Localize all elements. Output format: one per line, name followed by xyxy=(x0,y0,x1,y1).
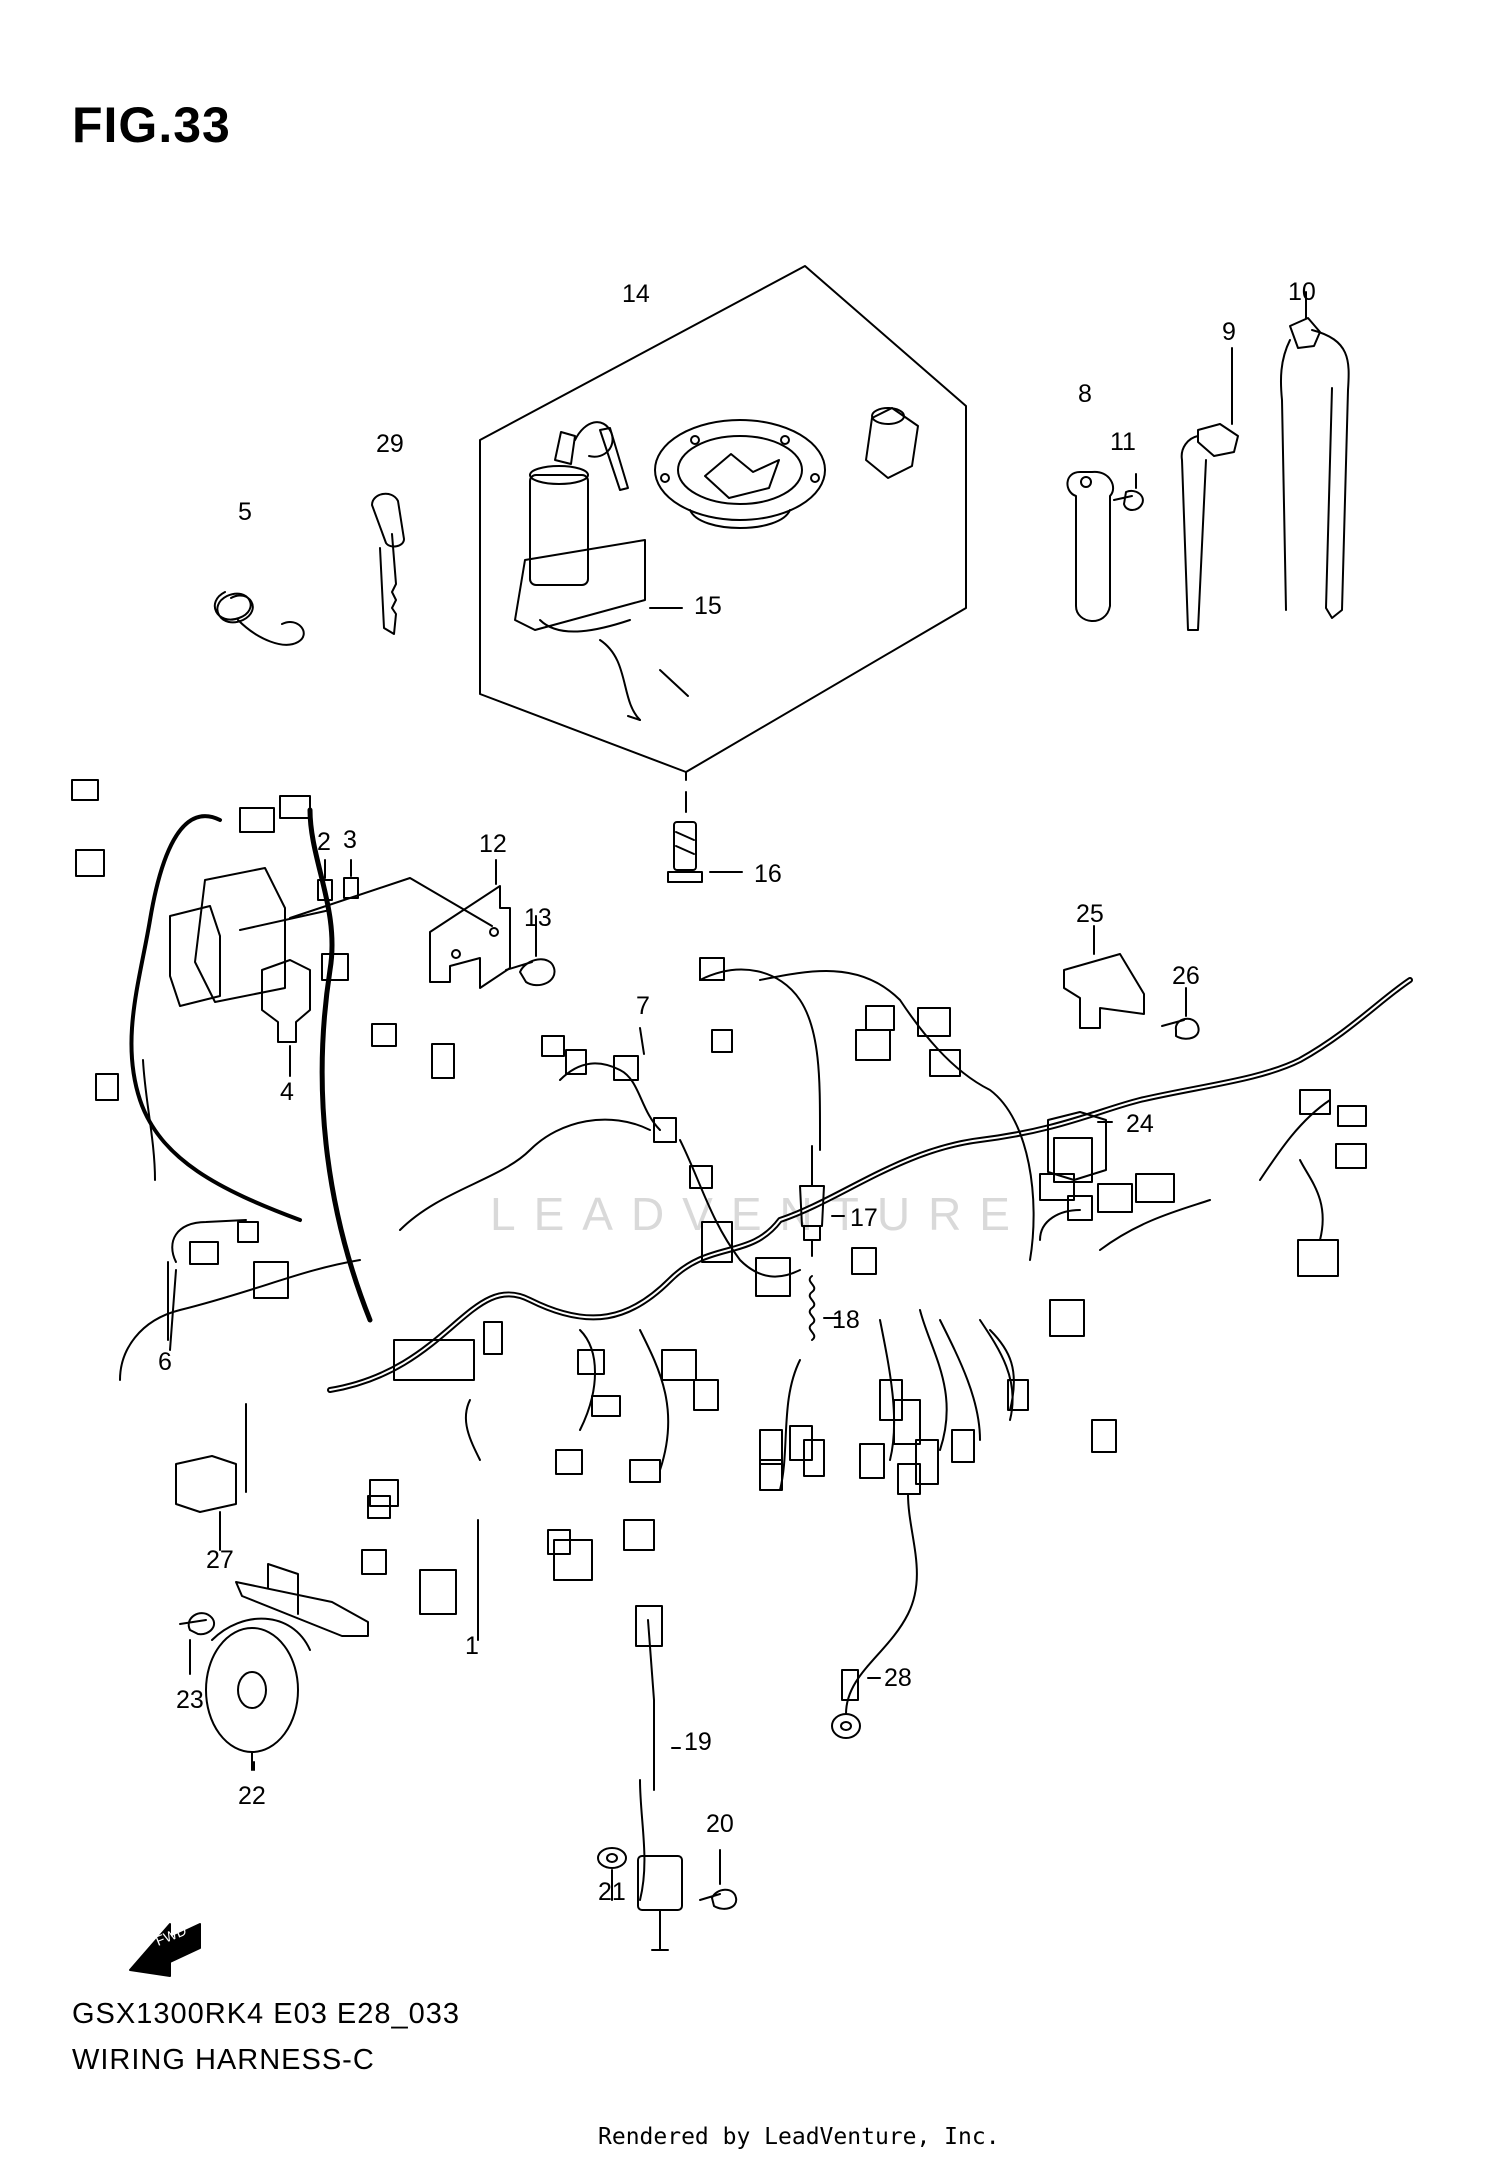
spring-5-drawing xyxy=(213,591,305,646)
main-harness-drawing xyxy=(119,807,1413,1491)
figure-title: FIG.33 xyxy=(72,97,231,153)
switch-lead-19-drawing xyxy=(635,1605,683,1951)
callout-2: 2 xyxy=(317,828,331,856)
lock-set-box xyxy=(479,265,967,781)
callout-23: 23 xyxy=(176,1686,204,1714)
bracket-12-drawing xyxy=(429,859,511,989)
callout-12: 12 xyxy=(479,830,507,858)
sub-harness-7-drawing xyxy=(541,1027,645,1075)
clamp-10-drawing xyxy=(1280,291,1350,619)
callout-14: 14 xyxy=(622,280,650,308)
spring-18-drawing xyxy=(808,1275,841,1341)
callout-27: 27 xyxy=(206,1546,234,1574)
callout-17: 17 xyxy=(850,1204,878,1232)
callout-13: 13 xyxy=(524,904,552,932)
model-code: GSX1300RK4 E03 E28_033 xyxy=(72,1998,460,2030)
callout-21: 21 xyxy=(598,1878,626,1906)
callout-22: 22 xyxy=(238,1782,266,1810)
callout-29: 29 xyxy=(376,430,404,458)
callout-15: 15 xyxy=(694,592,722,620)
callout-20: 20 xyxy=(706,1810,734,1838)
callout-numbers: 1 2 3 4 5 6 7 8 9 10 11 12 13 14 15 16 1… xyxy=(158,278,1316,1906)
washer-21-drawing xyxy=(597,1847,627,1901)
callout-5: 5 xyxy=(238,498,252,526)
callout-6: 6 xyxy=(158,1348,172,1376)
horn-22-drawing xyxy=(205,1563,369,1771)
clamp-9-drawing xyxy=(1180,347,1239,631)
callout-26: 26 xyxy=(1172,962,1200,990)
callout-4: 4 xyxy=(280,1078,294,1106)
callout-18: 18 xyxy=(832,1306,860,1334)
connector-4-drawing xyxy=(261,959,311,1077)
clamp-8-drawing xyxy=(1066,470,1115,622)
callout-1: 1 xyxy=(465,1632,479,1660)
sub-harness-6-drawing xyxy=(169,1219,247,1351)
bolt-26-drawing xyxy=(1161,987,1200,1040)
fuel-cap-drawing xyxy=(654,419,826,529)
ignition-switch-drawing xyxy=(514,421,689,721)
callout-28: 28 xyxy=(884,1664,912,1692)
fwd-arrow-icon: FWD xyxy=(129,1922,201,1977)
callout-3: 3 xyxy=(343,826,357,854)
bolt-13-drawing xyxy=(505,915,556,987)
watermark-text: LEADVENTURE xyxy=(490,1188,1028,1240)
fuse-3-drawing xyxy=(343,859,359,899)
bracket-25-drawing xyxy=(1063,925,1145,1029)
callout-19: 19 xyxy=(684,1728,712,1756)
callout-7: 7 xyxy=(636,992,650,1020)
callout-25: 25 xyxy=(1076,900,1104,928)
screw-11-drawing xyxy=(1113,473,1144,511)
spark-plug-17-drawing xyxy=(799,1145,845,1257)
ground-lead-28-drawing xyxy=(831,1463,921,1739)
bolt-23-drawing xyxy=(179,1612,216,1675)
callout-10: 10 xyxy=(1288,278,1316,306)
key-29-drawing xyxy=(371,492,405,635)
callout-16: 16 xyxy=(754,860,782,888)
bolt-16-drawing xyxy=(667,791,743,883)
lock-cylinder-drawing xyxy=(865,407,919,479)
callout-8: 8 xyxy=(1078,380,1092,408)
screw-20-drawing xyxy=(699,1849,738,1910)
relay-27-drawing xyxy=(175,1455,237,1551)
callout-24: 24 xyxy=(1126,1110,1154,1138)
callout-9: 9 xyxy=(1222,318,1236,346)
relay-24-drawing xyxy=(1047,1111,1113,1181)
render-credit: Rendered by LeadVenture, Inc. xyxy=(598,2124,1000,2150)
callout-11: 11 xyxy=(1110,428,1136,456)
callout-leaders xyxy=(167,1261,479,1771)
diagram-name: WIRING HARNESS-C xyxy=(72,2044,375,2076)
